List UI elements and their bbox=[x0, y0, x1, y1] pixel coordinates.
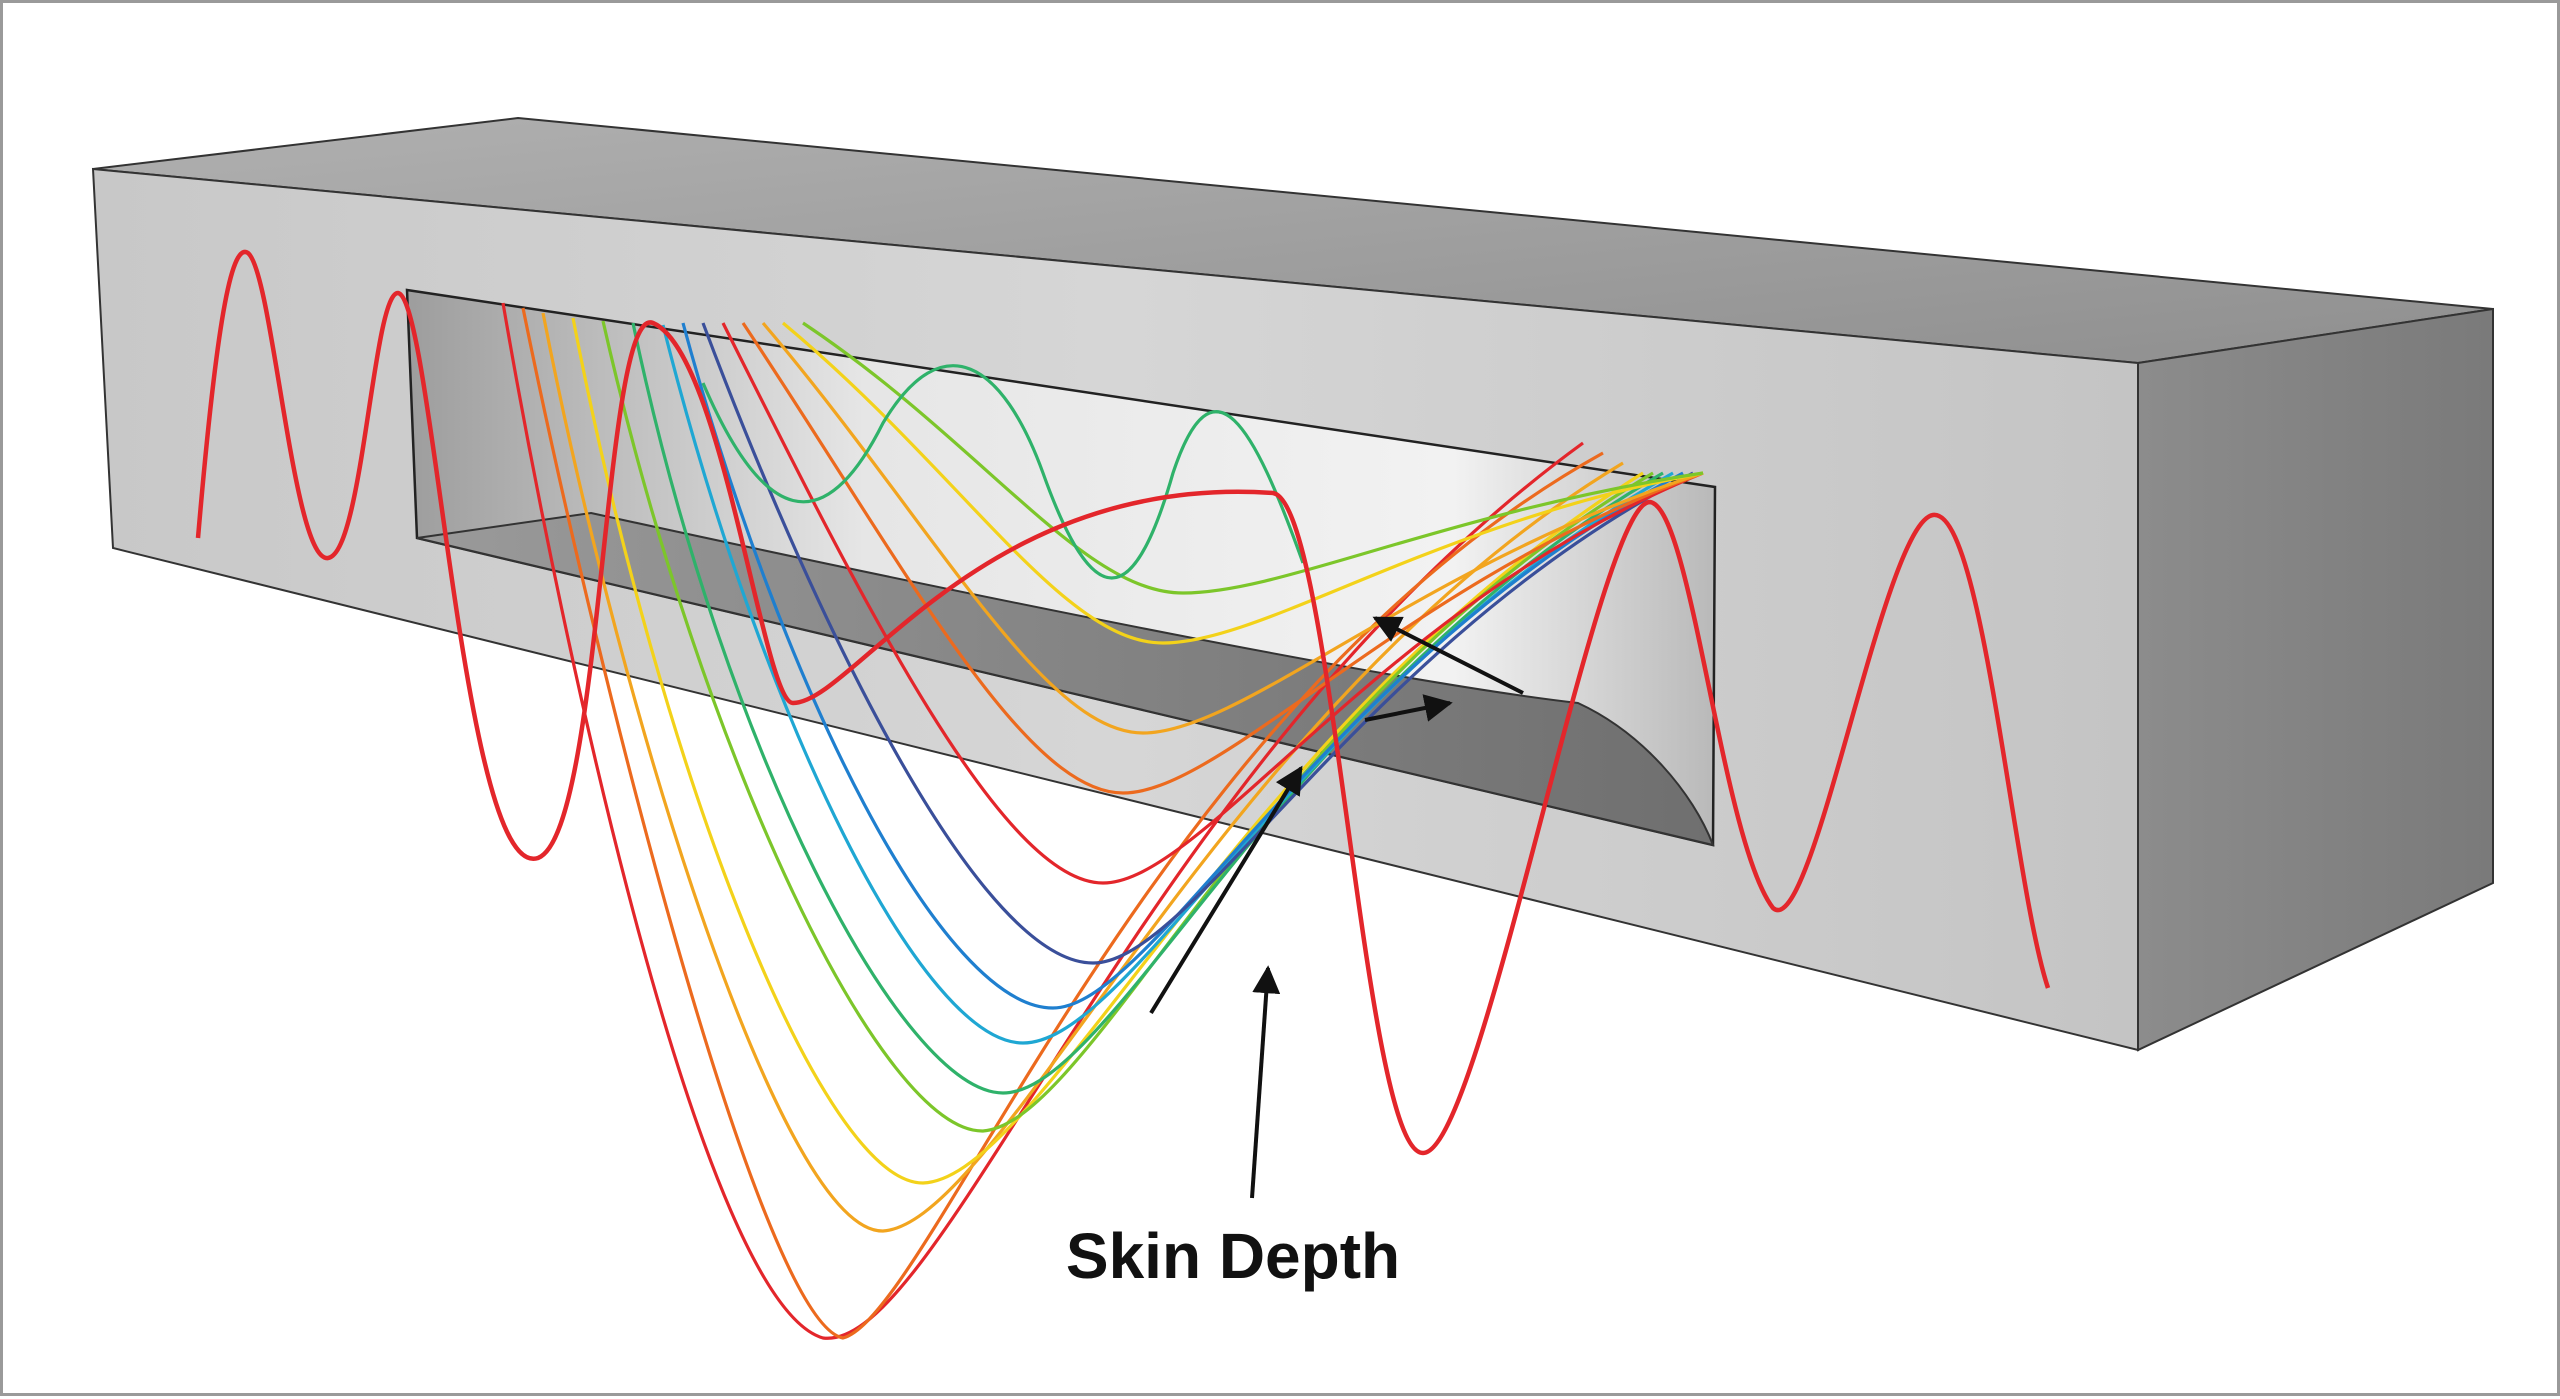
skin-depth-label: Skin Depth bbox=[1066, 1220, 1400, 1292]
field-line bbox=[741, 322, 1704, 795]
incident-wave-group bbox=[195, 249, 2051, 1156]
field-line bbox=[721, 322, 1704, 885]
field-line bbox=[761, 321, 1704, 735]
field-line bbox=[781, 321, 1704, 645]
arrow-upper bbox=[1372, 616, 1524, 695]
arrow-diagonal bbox=[1149, 765, 1303, 1015]
block-side-face bbox=[2137, 307, 2494, 1052]
field-line bbox=[701, 322, 1694, 965]
incident-wave bbox=[195, 249, 2051, 1156]
arrow-middle bbox=[1364, 694, 1453, 722]
field-line bbox=[601, 320, 1654, 1133]
field-line bbox=[521, 307, 1604, 1340]
field-line bbox=[681, 322, 1684, 1010]
field-line bbox=[802, 321, 1704, 595]
diagram-canvas: Skin Depth bbox=[91, 116, 2494, 1340]
arrow-vertical bbox=[1250, 965, 1281, 1199]
field-line bbox=[501, 302, 1584, 1340]
field-lines-group bbox=[501, 302, 1704, 1340]
field-line bbox=[571, 317, 1644, 1185]
field-line bbox=[701, 364, 1305, 580]
slot-floor bbox=[416, 511, 1715, 847]
